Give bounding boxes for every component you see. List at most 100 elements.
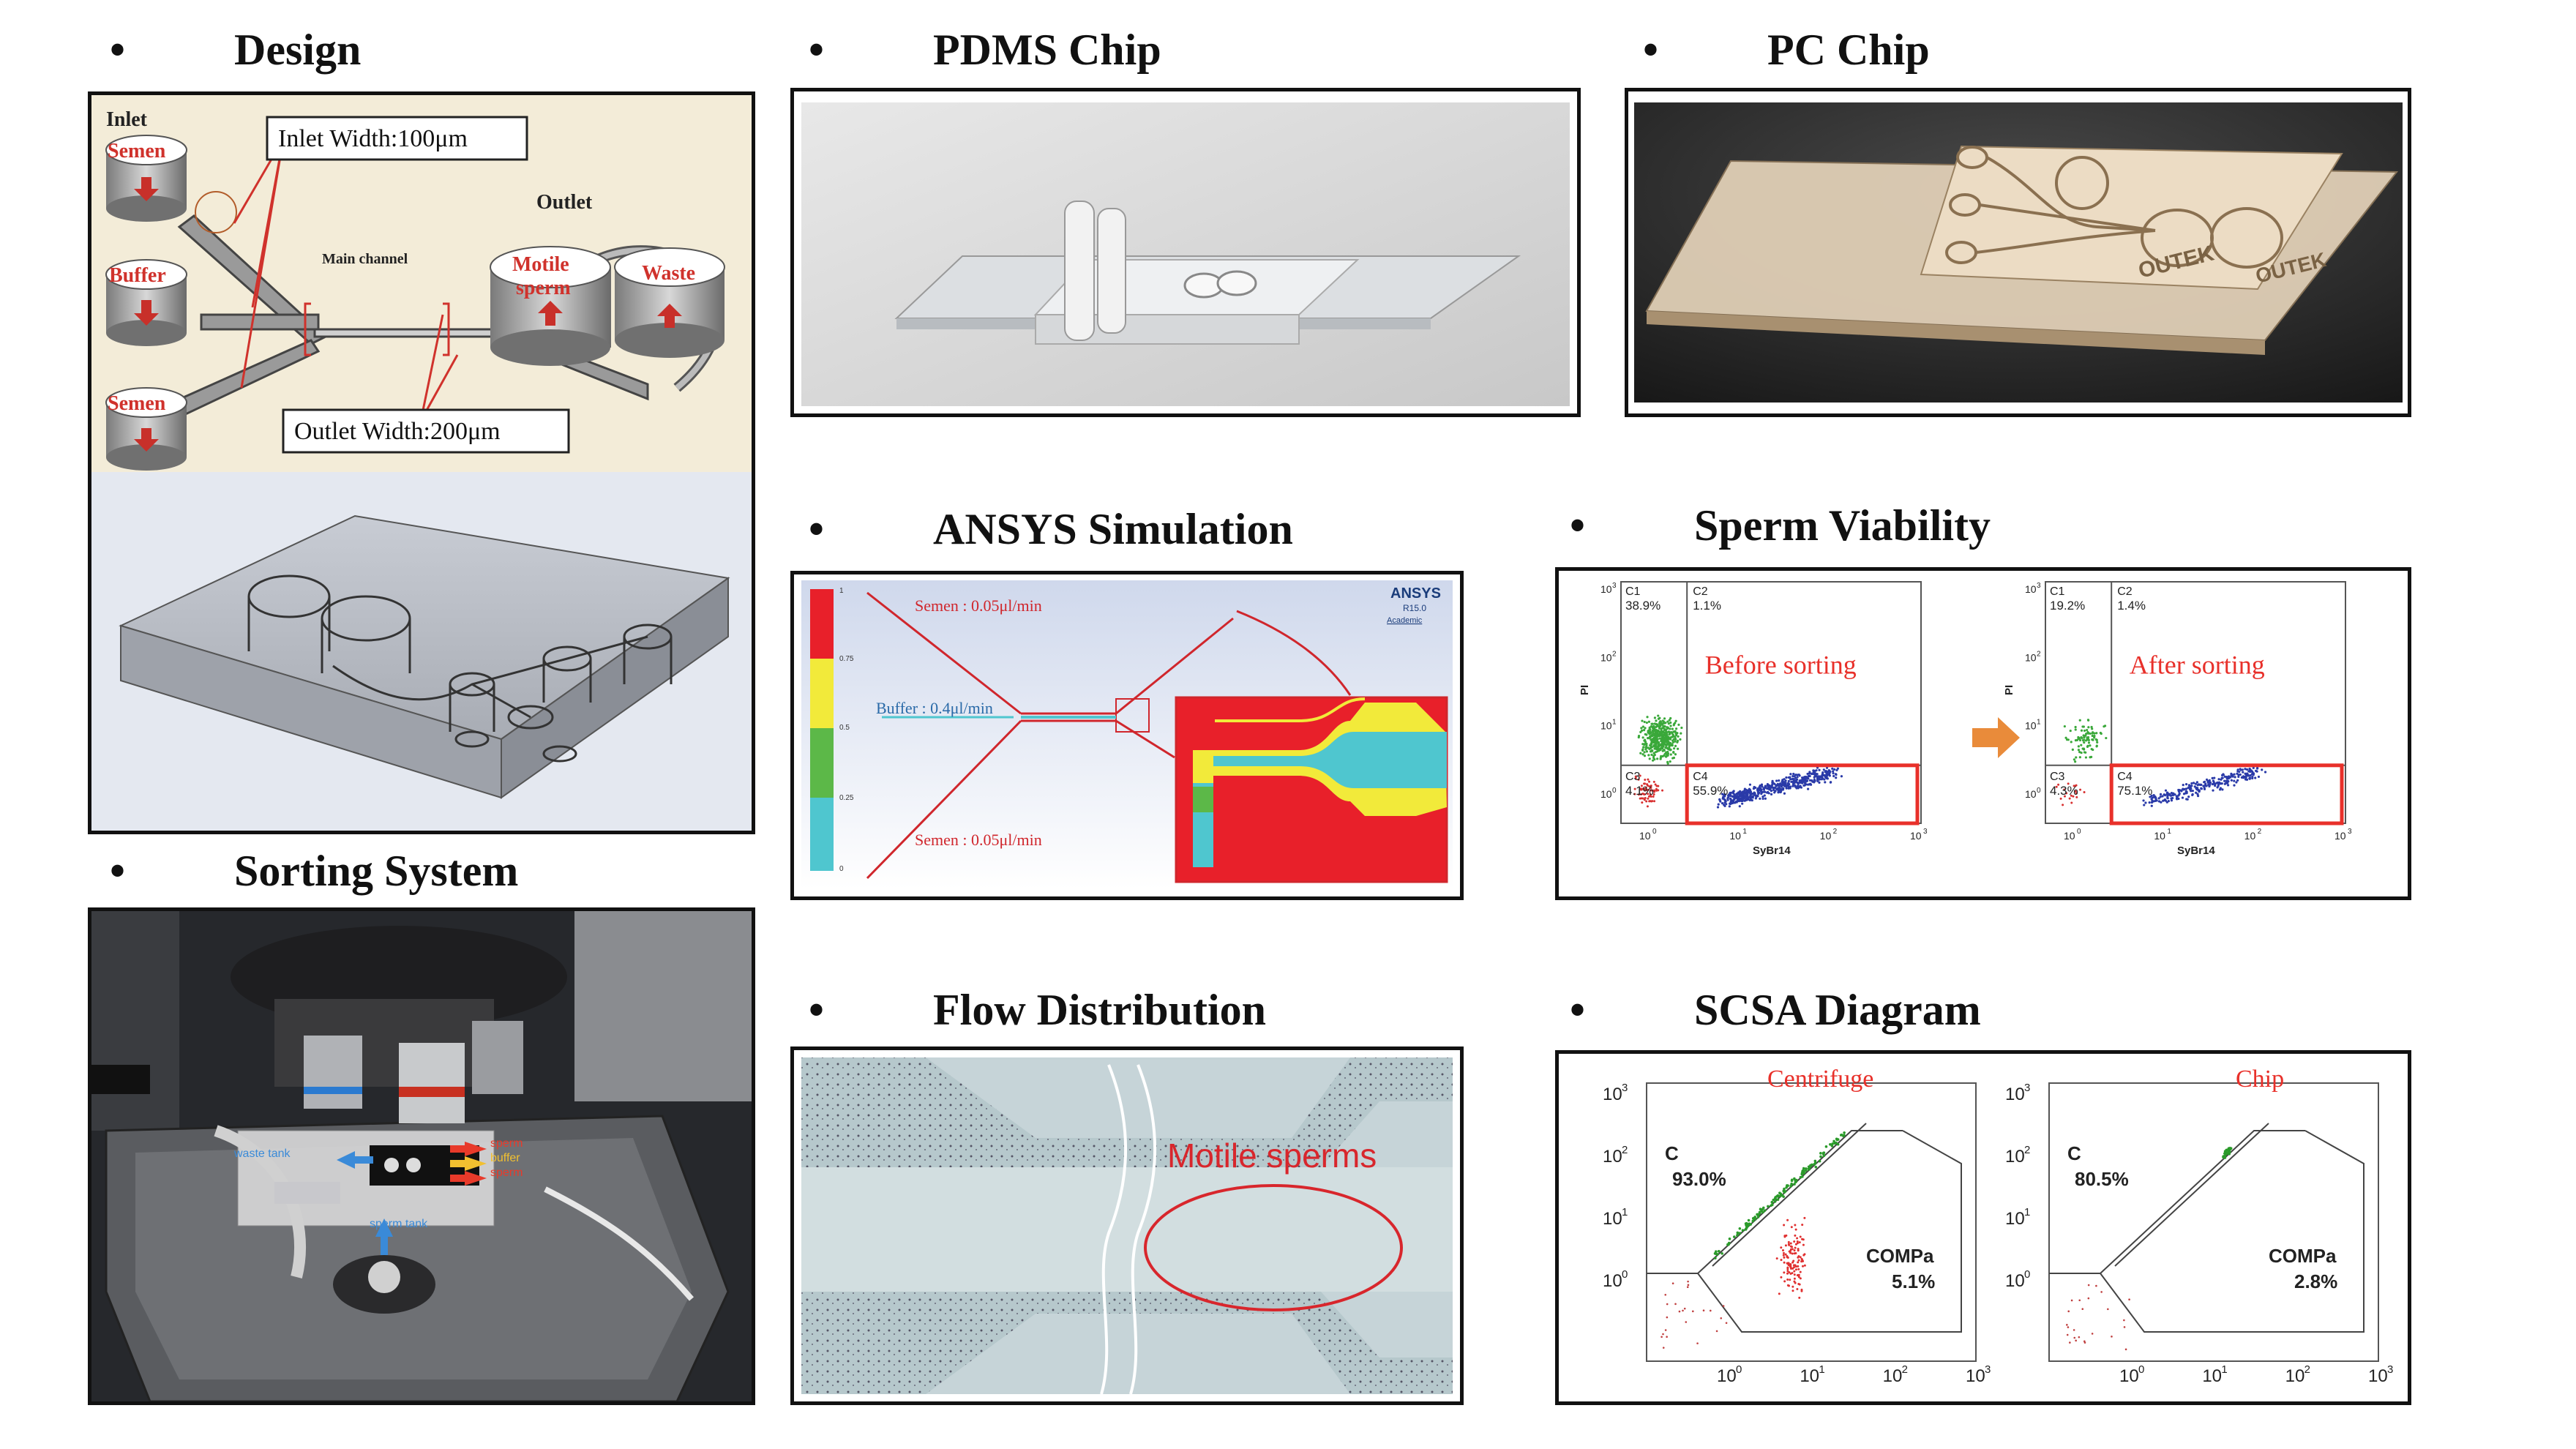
- scatter-point: [1662, 1333, 1664, 1336]
- scatter-point: [2212, 779, 2215, 782]
- scatter-point: [1757, 793, 1760, 795]
- x-tick-exponent: 0: [1652, 828, 1657, 836]
- scatter-point: [1674, 740, 1677, 743]
- scatter-point: [2150, 801, 2154, 804]
- x-tick-exponent: 2: [2258, 828, 2262, 836]
- scatter-point: [1664, 746, 1667, 749]
- scatter-point: [2233, 779, 2236, 782]
- scatter-point: [2159, 793, 2163, 795]
- scatter-point: [2089, 744, 2092, 747]
- scatter-point: [1658, 737, 1661, 740]
- scatter-point: [1644, 727, 1647, 730]
- scatter-point: [1648, 757, 1651, 760]
- x-tick-label: 10: [2334, 830, 2346, 842]
- scatter-point: [2221, 788, 2224, 791]
- scatter-point: [1653, 747, 1656, 750]
- y-tick-exponent: 3: [1622, 1082, 1628, 1094]
- scatter-point: [1802, 1243, 1805, 1246]
- scatter-point: [1702, 1309, 1705, 1311]
- scatter-point: [2090, 725, 2093, 729]
- scatter-point: [1770, 1204, 1772, 1208]
- scatter-point: [1834, 773, 1838, 776]
- bullet: •: [110, 847, 126, 895]
- scatter-point: [1793, 1240, 1796, 1243]
- scatter-point: [2087, 731, 2090, 735]
- scatter-point: [1650, 731, 1652, 735]
- scatter-point: [1794, 1268, 1797, 1271]
- scatter-point: [1744, 1222, 1748, 1225]
- scatter-point: [1763, 1209, 1767, 1212]
- scatter-point: [2083, 729, 2086, 733]
- scatter-point: [1742, 797, 1745, 800]
- legend-tick: 0.5: [839, 724, 850, 732]
- scatter-point: [1793, 782, 1796, 785]
- scatter-point: [1661, 789, 1664, 792]
- scatter-point: [1658, 725, 1660, 728]
- pc-chip-photo: OUTEK OUTEK: [1625, 88, 2411, 417]
- flow-arrows: [134, 177, 682, 452]
- scatter-point: [1793, 1270, 1796, 1273]
- scatter-point: [1797, 1265, 1800, 1268]
- scatter-point: [1653, 737, 1656, 740]
- scatter-point: [1781, 1248, 1784, 1251]
- gate-c-value: 93.0%: [1672, 1168, 1726, 1190]
- scatter-point: [2196, 795, 2200, 798]
- scatter-point: [2095, 1284, 2097, 1287]
- scatter-point: [1824, 781, 1827, 784]
- reservoir-waste: [614, 247, 725, 358]
- y-tick-label: 10: [1603, 1271, 1622, 1291]
- scatter-point: [1818, 1159, 1821, 1163]
- scatter-point: [1812, 772, 1815, 776]
- scatter-point: [1647, 788, 1650, 791]
- scatter-point: [2223, 775, 2226, 778]
- scatter-point: [1678, 1310, 1681, 1313]
- scatter-point: [2063, 788, 2066, 791]
- scatter-point: [2202, 785, 2205, 787]
- scatter-point: [1675, 727, 1678, 730]
- scatter-point: [1813, 1163, 1816, 1166]
- scatter-point: [2107, 1308, 2109, 1311]
- scatter-point: [1775, 779, 1778, 782]
- scatter-point: [1639, 730, 1642, 733]
- sperm-label: sperm: [516, 277, 571, 299]
- scatter-point: [1825, 766, 1829, 769]
- scatter-point: [1641, 801, 1644, 804]
- scatter-point: [1793, 1280, 1796, 1283]
- scatter-point: [1669, 727, 1671, 730]
- inlet-label: Inlet: [106, 108, 148, 131]
- scatter-point: [1666, 1316, 1669, 1319]
- sorting-sperm-2: sperm: [490, 1167, 523, 1179]
- scatter-point: [1648, 785, 1651, 788]
- scatter-point: [1813, 1159, 1817, 1163]
- scatter-point: [1655, 738, 1659, 742]
- y-tick-label: 10: [2005, 1147, 2025, 1167]
- y-tick-exponent: 0: [2037, 787, 2041, 795]
- scatter-point: [1660, 741, 1664, 745]
- scatter-point: [2090, 747, 2093, 751]
- scatter-point: [1728, 1238, 1731, 1240]
- scatter-point: [1792, 1264, 1795, 1267]
- scatter-point: [1674, 733, 1678, 737]
- section-title-pc-chip: •PC Chip: [1643, 26, 1930, 74]
- buffer-label: Buffer: [109, 264, 166, 287]
- scatter-point: [2089, 732, 2092, 735]
- scatter-point: [2087, 719, 2090, 722]
- scatter-point: [1783, 1224, 1786, 1227]
- scatter-point: [1668, 746, 1671, 749]
- scatter-point: [1644, 797, 1647, 800]
- scatter-point: [1810, 772, 1813, 775]
- scatter-point: [2091, 732, 2094, 735]
- scatter-point: [2154, 799, 2157, 803]
- scatter-point: [2223, 779, 2226, 782]
- scatter-point: [2217, 783, 2220, 786]
- scatter-point: [1748, 790, 1751, 793]
- scatter-point: [2096, 741, 2099, 744]
- scatter-point: [1829, 1143, 1832, 1146]
- scatter-point: [1722, 1305, 1725, 1307]
- scatter-point: [1677, 735, 1680, 738]
- main-channel-label: Main channel: [322, 251, 408, 267]
- scatter-point: [1819, 1152, 1822, 1155]
- scatter-point: [1666, 737, 1669, 740]
- scatter-point: [1798, 1296, 1801, 1299]
